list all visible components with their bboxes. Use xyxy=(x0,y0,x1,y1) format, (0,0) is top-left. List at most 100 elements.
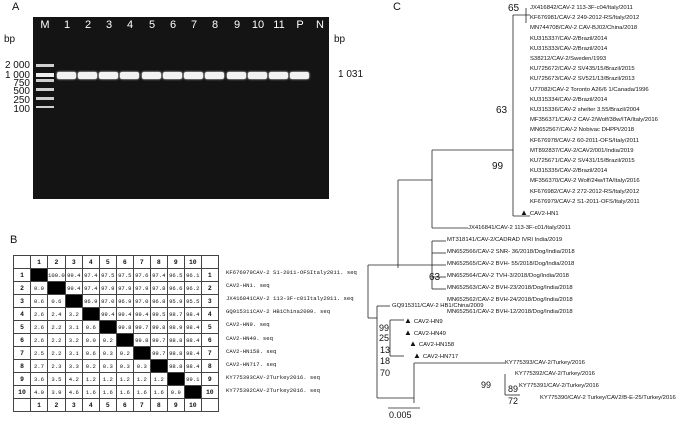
ladder-label: 500 xyxy=(13,86,30,97)
tree-leaf-text: KU725673/CAV-2 SV521/13/Brazil/2013 xyxy=(530,76,635,83)
bootstrap-value: 89 xyxy=(508,384,519,394)
tree-leaf-label: MN652562/CAV-2 BVH-24/2018/Dog/India/201… xyxy=(447,297,573,304)
panel-a-label: A xyxy=(12,1,20,13)
tree-leaf-text: MN744708/CAV-2 CAV-BJ02/China/2018 xyxy=(530,25,638,32)
sample-band xyxy=(163,72,182,79)
tree-leaf-text: U77082/CAV-2 Toronto A26/6 1/Canada/1996 xyxy=(530,86,649,93)
ladder-band xyxy=(36,88,54,91)
sample-band xyxy=(227,72,246,79)
tree-leaf-label: JX416841/CAV-2 113-3F-c01/Italy/2011 xyxy=(468,225,571,232)
band-size-label: 1 031 xyxy=(338,69,364,80)
tree-leaf-text: MN652561/CAV-2 BVH-12/2018/Dog/India/201… xyxy=(447,309,573,315)
matrix-diagonal xyxy=(149,359,168,373)
ladder-label: 1 000 xyxy=(4,70,30,81)
tree-leaf-label: MN652566/CAV-2 SNR- 36/2018/Dog/India/20… xyxy=(447,249,575,256)
ladder-band xyxy=(36,106,54,108)
bootstrap-value: 63 xyxy=(429,272,441,283)
tree-leaf-label: MN652563/CAV-2 BVH-23/2018/Dog/India/201… xyxy=(447,285,573,292)
lane-label: 10 xyxy=(251,19,265,31)
tree-leaf-text: CAV2-HN158 xyxy=(418,342,455,349)
ladder-band xyxy=(36,64,54,67)
tree-leaf-text: KY775393/CAV-2/Turkey/2016 xyxy=(505,360,585,366)
tree-leaf-label: KU725673/CAV-2 SV521/13/Brazil/2013 xyxy=(530,76,635,83)
tree-leaf-text: KU315333/CAV-2/Brazil/2014 xyxy=(530,45,608,52)
sequence-name: JX416841CAV-2 113-3F-c01Italy2011. seq xyxy=(226,295,354,303)
tree-leaf-text: KY775392/CAV-2/Turkey/2016 xyxy=(515,371,595,377)
tree-leaf-study-strain: ▲CAV2-HN1 xyxy=(520,209,559,218)
triangle-marker-icon: ▲ xyxy=(413,350,421,360)
lane-label: 3 xyxy=(105,19,113,31)
tree-leaf-label: KU315333/CAV-2/Brazil/2014 xyxy=(530,46,607,53)
tree-leaf-label: KU315337/CAV-2/Brazil/2014 xyxy=(530,36,607,43)
tree-leaf-label: MN744708/CAV-2 CAV-BJ02/China/2018 xyxy=(530,25,637,32)
ladder-band xyxy=(36,79,54,82)
matrix-cell: 0.0 xyxy=(30,281,48,295)
tree-leaf-label: KU315334/CAV-2/Brazil/2014 xyxy=(530,97,607,104)
tree-leaf-label: KU725672/CAV-2 SV435/15/Brazil/2015 xyxy=(530,66,635,73)
ladder-label: 250 xyxy=(13,95,30,106)
tree-leaf-text: MN652564/CAV-2 TVH-3/2018/Dog/India/2018 xyxy=(447,273,569,279)
ladder-label: 750 xyxy=(13,78,30,89)
sample-band xyxy=(78,72,97,79)
tree-leaf-text: KY775390/CAV-2 Turkey/CAV2/B-E-25/Turkey… xyxy=(540,395,676,401)
bootstrap-value: 18 xyxy=(380,356,391,366)
tree-leaf-label: GQ915311/CAV-2 HB1/China/2009 xyxy=(392,303,483,310)
sample-band xyxy=(142,72,161,79)
tree-leaf-label: KF676978/CAV-2 60-2011-OFS/Italy/2011 xyxy=(530,138,639,145)
tree-leaf-label: S38212/CAV-2/Sweden/1993 xyxy=(530,56,606,63)
tree-leaf-text: MN652567/CAV-2 Nobivac DHPPi/2018 xyxy=(530,127,635,134)
ladder-label: 2 000 xyxy=(4,60,30,71)
sample-band xyxy=(269,72,288,79)
tree-leaf-label: MT318141/CAV-2/CADRAD IVRI India/2019 xyxy=(447,237,562,244)
tree-leaf-label: JX416842/CAV-2 113-3F-c04/Italy/2011 xyxy=(530,5,633,12)
tree-leaf-label: KF676982/CAV-2 272-2012-RS/Italy/2012 xyxy=(530,189,639,196)
tree-leaf-text: CAV2-HN717 xyxy=(422,353,459,360)
tree-leaf-text: CAV2-HN49 xyxy=(413,330,446,337)
tree-leaf-text: MN652563/CAV-2 BVH-23/2018/Dog/India/201… xyxy=(447,285,573,291)
matrix-row-header: 4 xyxy=(200,307,219,321)
tree-leaf-text: MF356371/CAV-2 CAV-2/Wolf/38w/ITA/Italy/… xyxy=(530,117,658,124)
tree-leaf-text: MT892837/CAV-2/CAV2/001/India/2019 xyxy=(530,147,634,154)
ladder-label: 100 xyxy=(13,104,30,115)
tree-leaf-text: KF676981/CAV-2 249-2012-RS/Italy/2012 xyxy=(530,15,640,22)
bootstrap-value: 99 xyxy=(481,380,492,390)
tree-leaf-text: S38212/CAV-2/Sweden/1993 xyxy=(530,56,607,62)
tree-leaf-text: JX416842/CAV-2 113-3F-c04/Italy/2011 xyxy=(530,5,633,11)
lane-label: M xyxy=(40,19,50,31)
tree-leaf-text: MT318141/CAV-2/CADRAD IVRI India/2019 xyxy=(447,237,563,243)
panel-b-label: B xyxy=(10,234,18,246)
lane-label: P xyxy=(296,19,304,31)
tree-leaf-label: MN652564/CAV-2 TVH-3/2018/Dog/India/2018 xyxy=(447,273,569,280)
tree-leaf-text: KU315334/CAV-2/Brazil/2014 xyxy=(530,96,608,103)
tree-leaf-text: MN652566/CAV-2 SNR- 36/2018/Dog/India/20… xyxy=(447,249,575,255)
tree-leaf-text: KY775391/CAV-2/Turkey/2016 xyxy=(519,383,599,389)
sequence-name: KY775393CAV-2Turkey2016. seq xyxy=(226,373,320,381)
sample-band xyxy=(99,72,118,79)
sequence-name: CAV2-HN717. seq xyxy=(226,360,277,368)
tree-leaf-label: KU725671/CAV-2 SV431/15/Brazil/2015 xyxy=(530,158,635,165)
tree-leaf-label: MN652567/CAV-2 Nobivac DHPPi/2018 xyxy=(530,127,634,134)
triangle-marker-icon: ▲ xyxy=(404,316,412,325)
lane-label: 2 xyxy=(84,19,92,31)
bootstrap-value: 70 xyxy=(380,368,391,378)
tree-leaf-text: MF356370/CAV-2 Wolf/24w/ITA/Italy/2016 xyxy=(530,178,640,185)
ladder-band xyxy=(36,97,54,100)
tree-leaf-study-strain: ▲CAV2-HN158 xyxy=(409,340,454,349)
sequence-name: CAV2-HN9. seq xyxy=(226,321,270,329)
matrix-row-header: 1 xyxy=(200,268,219,282)
tree-leaf-study-strain: ▲CAV2-HN717 xyxy=(413,350,459,361)
triangle-marker-icon: ▲ xyxy=(404,327,412,337)
tree-leaf-text: MN652562/CAV-2 BVH-24/2018/Dog/India/201… xyxy=(447,297,573,303)
sequence-name: CAV2-HN158. seq xyxy=(226,347,277,355)
triangle-marker-icon: ▲ xyxy=(409,339,417,349)
tree-leaf-text: KU725671/CAV-2 SV431/15/Brazil/2015 xyxy=(530,158,635,164)
sequence-name: KY775392CAV-2Turkey2016. seq xyxy=(226,386,320,394)
sequence-name: CAV2-HN1. seq xyxy=(226,282,270,290)
